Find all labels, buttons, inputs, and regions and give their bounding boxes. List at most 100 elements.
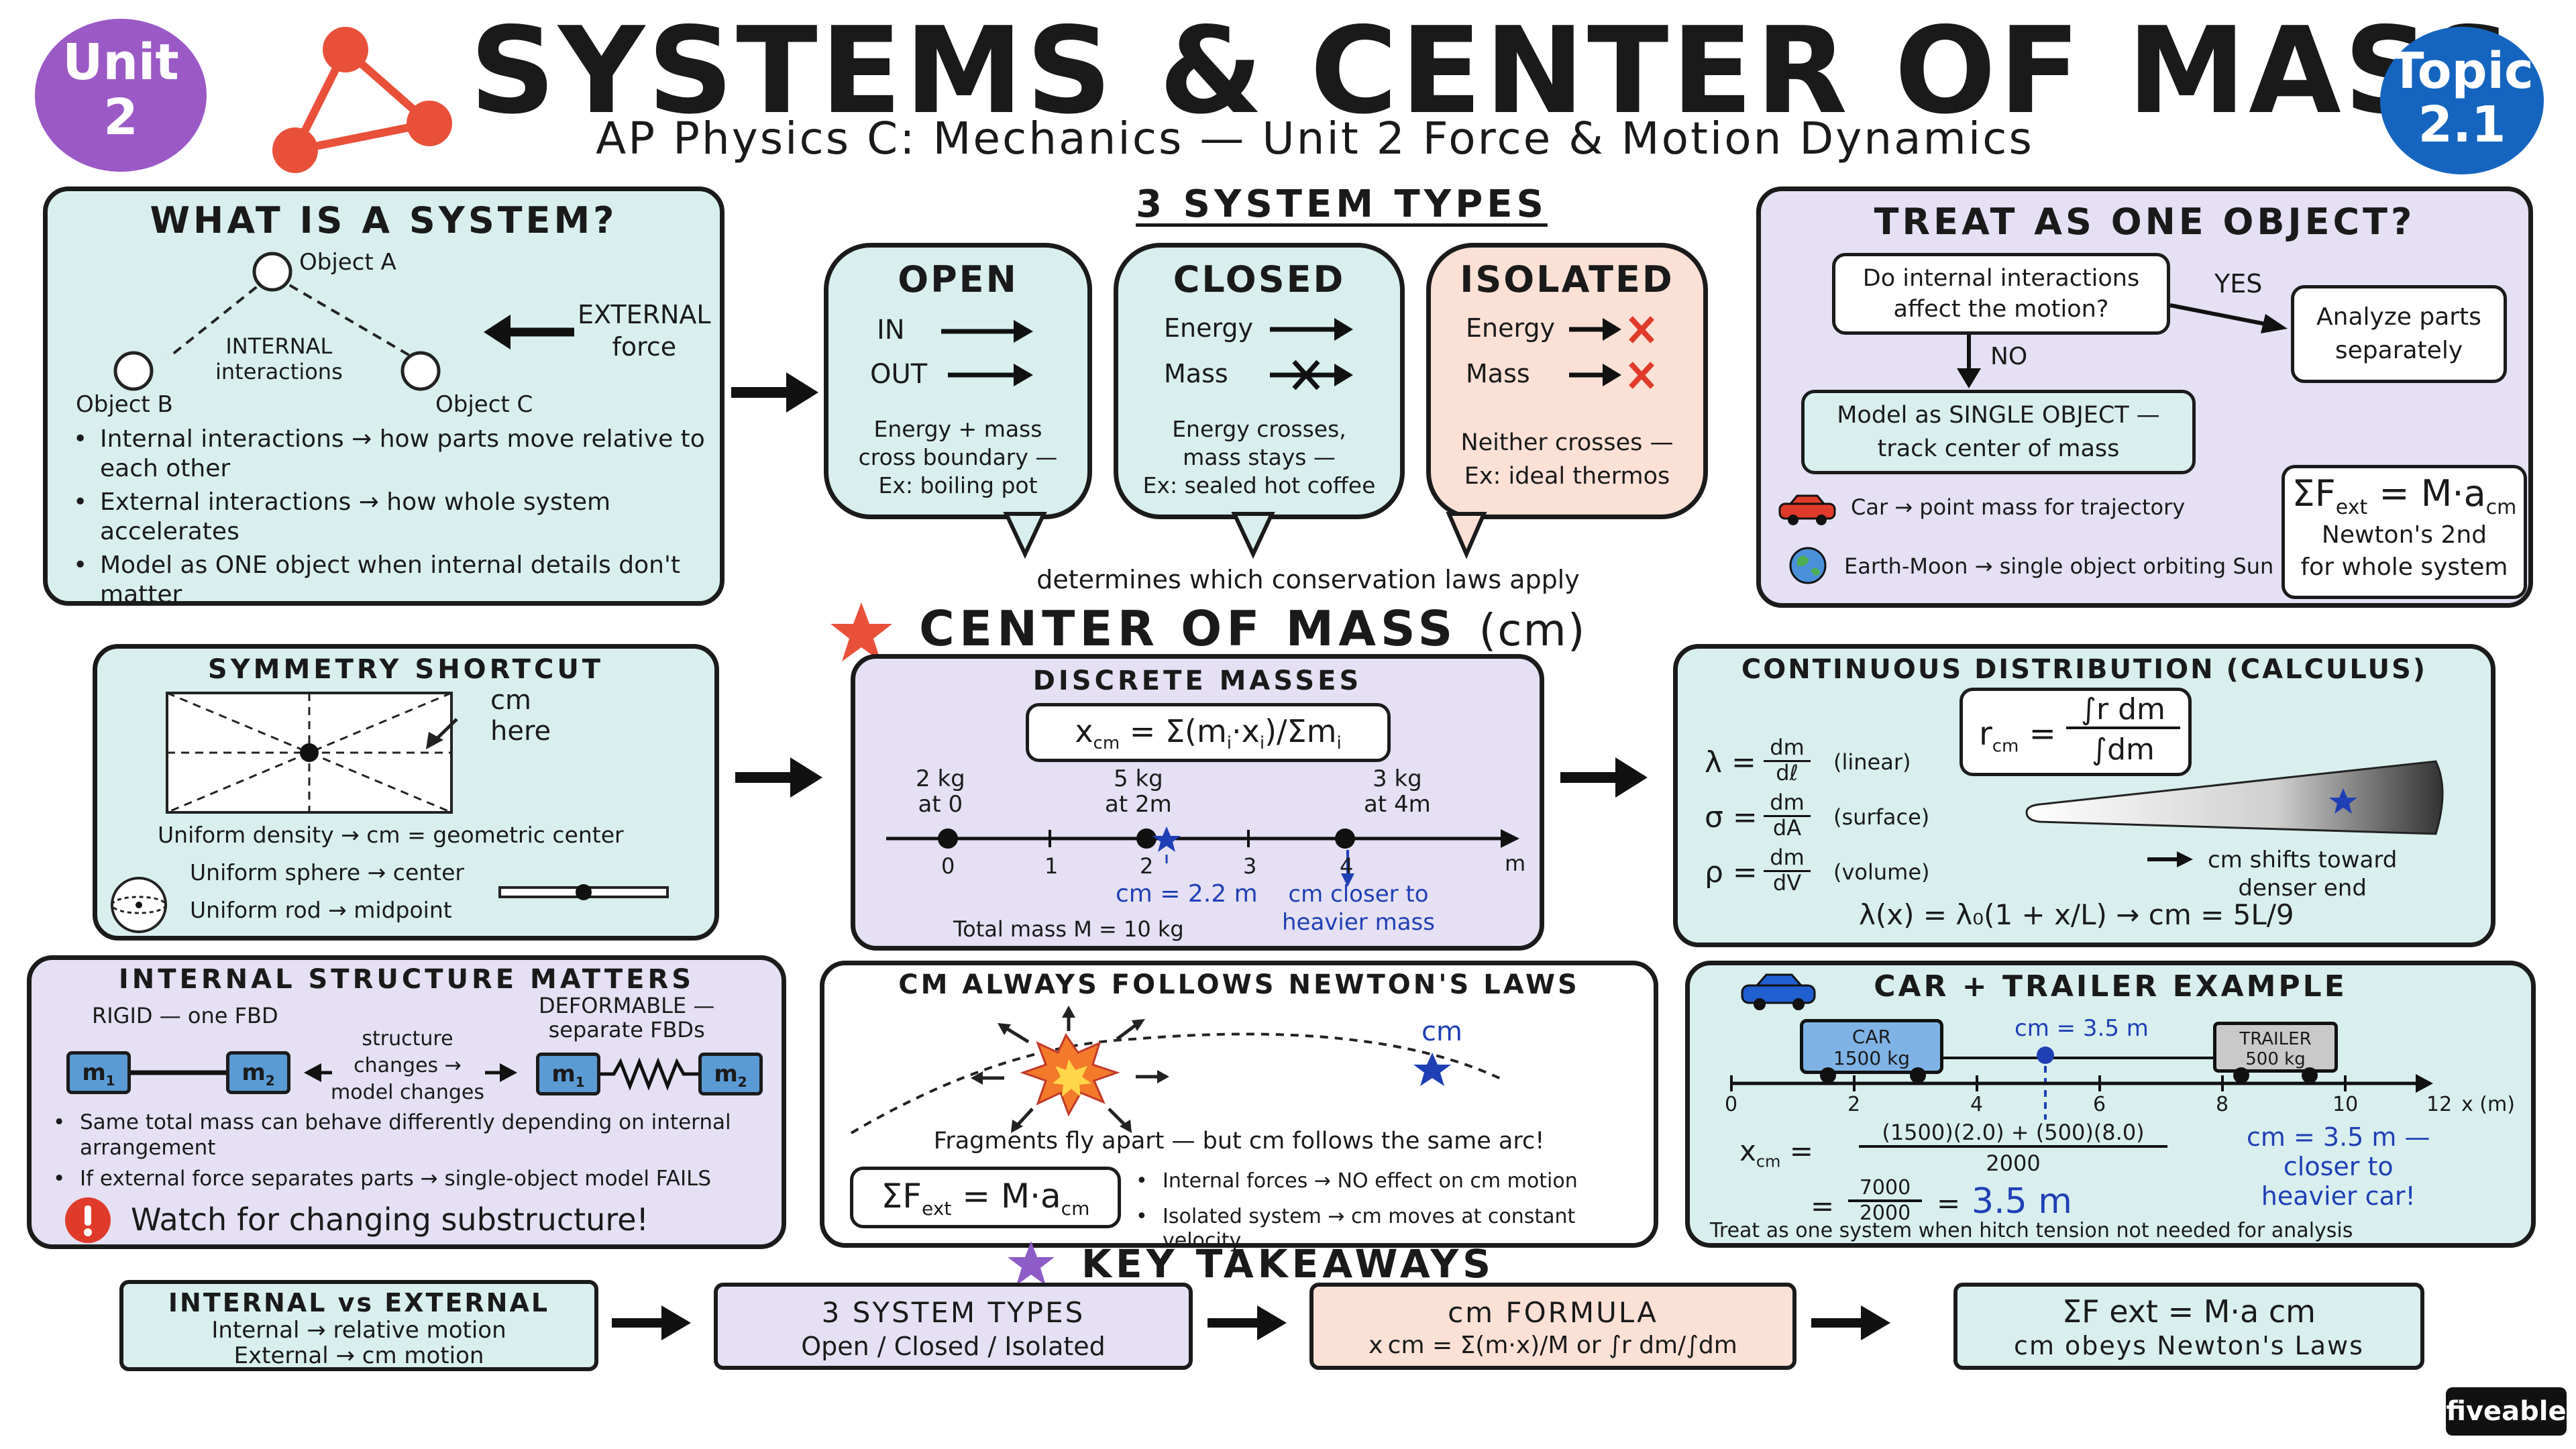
explosion-diagram — [850, 1006, 1503, 1134]
structure-changes-label: structure changes → model changes — [331, 1027, 484, 1104]
newton-bullet: Internal forces → NO effect on cm motion — [1130, 1169, 1654, 1194]
internal-interactions-label: INTERNAL interactions — [215, 333, 343, 384]
takeaway-cm-formula: cm FORMULA x cm = Σ(m·x)/M or ∫r dm/∫dm — [1309, 1283, 1796, 1370]
system-bullet: Internal interactions → how parts move r… — [68, 425, 712, 484]
analyze-box: Analyze parts separately — [2291, 285, 2507, 383]
system-types-title: 3 SYSTEM TYPES — [1136, 182, 1548, 226]
continuous-panel: CONTINUOUS DISTRIBUTION (CALCULUS) rcm =… — [1673, 644, 2496, 947]
cm-star-icon — [1152, 826, 1181, 852]
right-arrow-icon — [735, 757, 822, 798]
warning-icon — [65, 1197, 111, 1243]
tick-label: 0 — [1725, 1093, 1738, 1116]
isolated-mass-label: Mass — [1466, 359, 1530, 388]
equals-sign: = — [1811, 1189, 1835, 1222]
deformable-mass-1: m1 — [536, 1053, 600, 1095]
isolated-title: ISOLATED — [1460, 258, 1674, 301]
mass-label-1: 5 kg at 2m — [1105, 765, 1172, 818]
rigid-mass-1: m1 — [66, 1051, 131, 1094]
key-takeaways-title: KEY TAKEAWAYS — [1081, 1241, 1495, 1287]
tick-label: 6 — [2093, 1093, 2106, 1116]
system-bullet: Model as ONE object when internal detail… — [68, 551, 712, 610]
continuous-title: CONTINUOUS DISTRIBUTION (CALCULUS) — [1741, 654, 2428, 685]
open-out-label: OUT — [870, 359, 928, 390]
takeaway-title: INTERNAL vs EXTERNAL — [168, 1288, 550, 1318]
newton-title: CM ALWAYS FOLLOWS NEWTON'S LAWS — [898, 969, 1580, 1000]
right-arrow-icon — [1560, 757, 1648, 798]
topic-badge: Topic 2.1 — [2380, 27, 2544, 174]
cm-shift-note: cm shifts toward denser end — [2208, 847, 2398, 902]
conservation-note: determines which conservation laws apply — [1036, 565, 1580, 594]
earth-example: Earth-Moon → single object orbiting Sun — [1844, 553, 2274, 579]
tick-label: 2 — [1140, 853, 1154, 879]
open-arrows — [941, 320, 1033, 386]
xcm-result: 3.5 m — [1972, 1181, 2072, 1222]
takeaway-newton: ΣF ext = M·a cm cm obeys Newton's Laws — [1953, 1283, 2424, 1370]
lambda-equation: λ(x) = λ₀(1 + x/L) → cm = 5L/9 — [1859, 898, 2294, 931]
newton-second-box: ΣFext = M·acm Newton's 2nd for whole sys… — [2282, 465, 2527, 599]
right-arrow-icon — [1811, 1305, 1890, 1340]
structure-diagram — [131, 1057, 698, 1091]
equals-sign: = — [1937, 1187, 1961, 1220]
car-trailer-title: CAR + TRAILER EXAMPLE — [1874, 969, 2347, 1004]
axis-unit: m — [1505, 851, 1526, 876]
xcm-label: xcm = — [1739, 1134, 1813, 1171]
cm-marker-label: cm = 3.5 m — [2015, 1015, 2149, 1042]
unit-badge: Unit 2 — [35, 19, 207, 172]
star-icon — [830, 602, 892, 661]
takeaway-system-types: 3 SYSTEM TYPES Open / Closed / Isolated — [714, 1283, 1193, 1370]
uniform-sphere-text: Uniform sphere → center — [190, 859, 464, 885]
rectangle-symmetry-diagram — [111, 692, 669, 933]
open-in-label: IN — [877, 315, 905, 345]
deformable-label: DEFORMABLE — separate FBDs — [539, 993, 715, 1042]
deformable-mass-2: m2 — [698, 1053, 763, 1095]
center-of-mass-heading: CENTER OF MASS (cm) — [919, 600, 1587, 657]
symmetry-title: SYMMETRY SHORTCUT — [207, 654, 604, 685]
tick-label: 2 — [1847, 1093, 1861, 1116]
total-mass: Total mass M = 10 kg — [953, 916, 1184, 942]
tick-label: 3 — [1243, 853, 1257, 879]
structure-bullet: If external force separates parts → sing… — [48, 1167, 772, 1192]
object-a-circle — [252, 252, 292, 292]
tick-label: 10 — [2332, 1093, 2359, 1116]
earth-icon — [1789, 547, 1827, 584]
takeaway-internal-external: INTERNAL vs EXTERNAL Internal → relative… — [119, 1280, 598, 1371]
page-title: SYSTEMS & CENTER OF MASS — [470, 1, 2516, 140]
closed-energy-label: Energy — [1164, 313, 1254, 343]
newton-second-caption: Newton's 2nd for whole system — [2300, 521, 2508, 581]
tick-label: 8 — [2216, 1093, 2229, 1116]
r-cm-formula-box: rcm = ∫r dm ∫dm — [1960, 688, 2192, 776]
mass-3kg-dot — [1335, 828, 1355, 849]
object-b-label: Object B — [76, 391, 173, 418]
car-trailer-panel: CAR + TRAILER EXAMPLE CAR 1500 kg TRAILE… — [1685, 961, 2536, 1248]
isolated-arrows — [1569, 316, 1654, 389]
isolated-system-card: ISOLATED Energy Mass Neither crosses — E… — [1426, 243, 1708, 519]
spring-icon — [600, 1057, 698, 1091]
cm-star-icon — [1413, 1053, 1451, 1086]
tapered-rod-diagram — [2025, 760, 2444, 867]
open-title: OPEN — [898, 258, 1018, 301]
cm-dot — [2037, 1046, 2054, 1064]
no-label: NO — [1990, 343, 2028, 370]
takeaway-body: Open / Closed / Isolated — [801, 1332, 1106, 1361]
tick-label: 0 — [941, 853, 955, 879]
external-force-label: EXTERNAL force — [578, 300, 711, 362]
car-box: CAR 1500 kg — [1800, 1019, 1943, 1074]
object-c-circle — [400, 351, 441, 391]
structure-bullets: Same total mass can behave differently d… — [48, 1110, 772, 1191]
model-box: Model as SINGLE OBJECT — track center of… — [1801, 390, 2196, 474]
closed-system-card: CLOSED Energy Mass Energy crosses, mass … — [1114, 243, 1405, 519]
rigid-label: RIGID — one FBD — [92, 1003, 278, 1028]
internal-structure-title: INTERNAL STRUCTURE MATTERS — [118, 964, 695, 995]
internal-structure-panel: INTERNAL STRUCTURE MATTERS RIGID — one F… — [27, 955, 786, 1249]
closed-title: CLOSED — [1173, 258, 1346, 301]
takeaway-body: cm obeys Newton's Laws — [2014, 1331, 2364, 1360]
mass-label-2: 3 kg at 4m — [1364, 765, 1431, 818]
xcm-denominator: 2000 — [1986, 1150, 2041, 1176]
object-c-label: Object C — [435, 391, 533, 418]
system-bullets: Internal interactions → how parts move r… — [68, 425, 712, 609]
takeaway-title: cm FORMULA — [1448, 1296, 1658, 1329]
closed-mass-label: Mass — [1164, 359, 1228, 388]
closed-description: Energy crosses, mass stays — Ex: sealed … — [1142, 416, 1376, 498]
warning-text: Watch for changing substructure! — [131, 1201, 649, 1238]
cm-value: cm = 2.2 m — [1116, 880, 1258, 908]
